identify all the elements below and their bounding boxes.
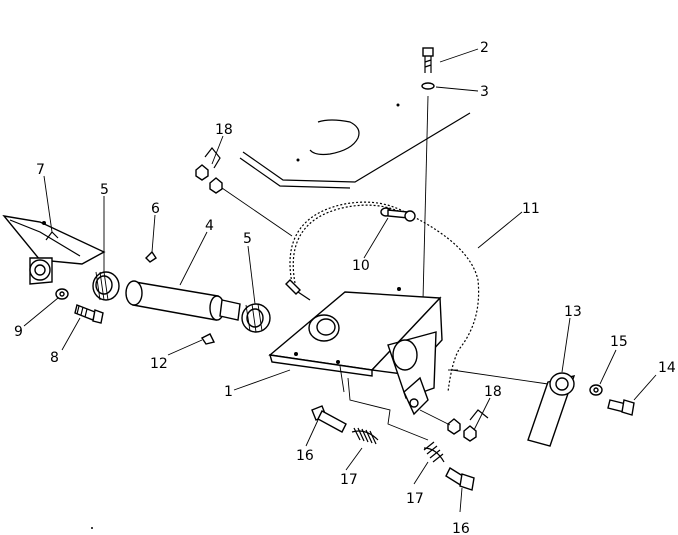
callout-9: 9 [14,324,23,340]
bolt-16-right [445,466,475,491]
callout-11: 11 [522,201,540,217]
callout-13: 13 [564,304,582,320]
callout-10: 10 [352,258,370,274]
spring-17-right [423,441,445,463]
nut-18-bottom [419,409,489,442]
pin-10 [380,207,416,222]
pedal-7 [2,215,106,285]
callout-2: 2 [480,40,489,56]
callout-18-top: 18 [215,122,233,138]
shaft-4 [125,280,241,321]
callout-12: 12 [150,356,168,372]
callout-18-bottom: 18 [484,384,502,400]
callout-16-left: 16 [296,448,314,464]
callout-1: 1 [224,384,233,400]
bolt-centerline [422,95,429,301]
key-6 [145,250,157,263]
key-12 [200,333,216,345]
frame-plate [239,103,471,189]
callout-labels: 2 3 18 7 5 6 4 5 11 10 9 8 12 13 15 14 1… [14,40,676,535]
assembly-lines [339,365,458,441]
lever-13 [451,369,576,447]
callout-3: 3 [480,84,489,100]
bolt-14 [607,399,635,416]
callout-16-right: 16 [452,521,470,535]
callout-17-left: 17 [340,472,358,488]
callout-4: 4 [205,218,214,234]
callout-17-right: 17 [406,491,424,507]
callout-14: 14 [658,360,676,376]
stray-mark [91,527,93,529]
washer-15 [589,384,603,396]
bearing-5-middle [241,303,271,333]
cable-end-connector [285,279,311,301]
callout-5-left: 5 [100,182,109,198]
callout-8: 8 [50,350,59,366]
bolt-8 [74,304,104,324]
callout-6: 6 [151,201,160,217]
bolt-16-left [311,405,347,433]
bracket-1 [268,287,443,416]
callout-5-middle: 5 [243,231,252,247]
washer-9 [55,288,69,300]
callout-7: 7 [36,162,45,178]
spring-17-left [351,427,379,445]
cable-11 [289,201,480,393]
bearing-5-left [92,271,120,301]
leader-lines [23,48,657,513]
washer-3 [421,82,435,90]
bolt-2 [422,47,434,73]
callout-15: 15 [610,334,628,350]
